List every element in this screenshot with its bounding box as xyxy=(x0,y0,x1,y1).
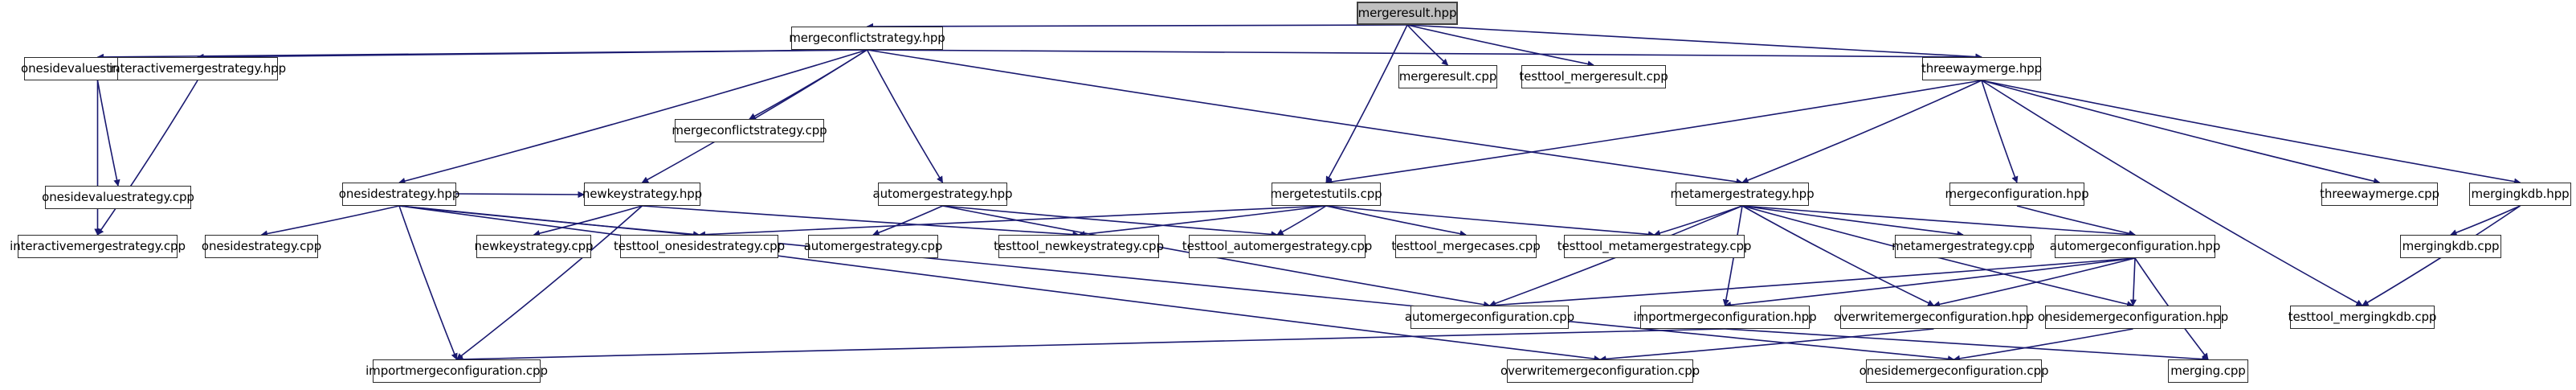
graph-node-mergeresult-hpp[interactable]: mergeresult.hpp xyxy=(1357,2,1458,25)
graph-node-automergeconfiguration-cpp[interactable]: automergeconfiguration.cpp xyxy=(1405,306,1574,329)
graph-node-testtool-newkeystrategy-cpp[interactable]: testtool_newkeystrategy.cpp xyxy=(994,235,1164,258)
graph-node-label: overwritemergeconfiguration.cpp xyxy=(1500,363,1700,378)
graph-node-label: testtool_metamergestrategy.cpp xyxy=(1557,239,1752,253)
graph-node-mergeconfiguration-hpp[interactable]: mergeconfiguration.hpp xyxy=(1945,183,2089,206)
graph-node-metamergestrategy-cpp[interactable]: metamergestrategy.cpp xyxy=(1892,235,2035,258)
graph-node-overwritemergeconfiguration-hpp[interactable]: overwritemergeconfiguration.hpp xyxy=(1834,306,2034,329)
graph-node-testtool-mergingkdb-cpp[interactable]: testtool_mergingkdb.cpp xyxy=(2288,306,2437,329)
graph-node-label: automergeconfiguration.hpp xyxy=(2049,239,2221,253)
graph-node-mergingkdb-hpp[interactable]: mergingkdb.hpp xyxy=(2469,183,2571,206)
graph-node-label: newkeystrategy.cpp xyxy=(474,239,594,253)
graph-node-importmergeconfiguration-cpp[interactable]: importmergeconfiguration.cpp xyxy=(365,359,548,383)
graph-node-label: testtool_onesidestrategy.cpp xyxy=(613,239,786,253)
graph-node-label: merging.cpp xyxy=(2170,363,2246,378)
graph-node-onesidemergeconfiguration-cpp[interactable]: onesidemergeconfiguration.cpp xyxy=(1860,359,2049,383)
graph-node-label: automergestrategy.hpp xyxy=(872,187,1013,201)
graph-node-onesidestrategy-hpp[interactable]: onesidestrategy.hpp xyxy=(339,183,459,206)
graph-node-label: mergeresult.cpp xyxy=(1398,69,1497,84)
graph-node-label: mergeconflictstrategy.hpp xyxy=(789,31,945,45)
graph-node-label: testtool_mergeresult.cpp xyxy=(1519,69,1668,84)
graph-node-label: onesidemergeconfiguration.cpp xyxy=(1859,363,2049,378)
graph-node-newkeystrategy-hpp[interactable]: newkeystrategy.hpp xyxy=(582,183,703,206)
graph-node-mergeresult-cpp[interactable]: mergeresult.cpp xyxy=(1398,65,1497,88)
graph-node-label: importmergeconfiguration.cpp xyxy=(365,363,548,378)
graph-node-label: onesidevaluestrategy.cpp xyxy=(42,190,194,204)
graph-node-label: overwritemergeconfiguration.hpp xyxy=(1833,310,2035,324)
graph-node-label: mergeconfiguration.hpp xyxy=(1945,187,2089,201)
graph-node-label: threewaymerge.cpp xyxy=(2320,187,2439,201)
graph-node-onesidemergeconfiguration-hpp[interactable]: onesidemergeconfiguration.hpp xyxy=(2038,306,2228,329)
graph-node-mergetestutils-cpp[interactable]: mergetestutils.cpp xyxy=(1270,183,1382,206)
graph-node-mergeconflictstrategy-hpp[interactable]: mergeconflictstrategy.hpp xyxy=(789,27,945,50)
graph-node-newkeystrategy-cpp[interactable]: newkeystrategy.cpp xyxy=(474,235,594,258)
graph-node-importmergeconfiguration-hpp[interactable]: importmergeconfiguration.hpp xyxy=(1633,306,1817,329)
graph-node-label: onesidestrategy.cpp xyxy=(201,239,322,253)
graph-node-mergingkdb-cpp[interactable]: mergingkdb.cpp xyxy=(2400,235,2501,258)
graph-node-label: metamergestrategy.cpp xyxy=(1892,239,2035,253)
graph-node-label: automergestrategy.cpp xyxy=(803,239,943,253)
graph-node-label: testtool_mergingkdb.cpp xyxy=(2288,310,2437,324)
graph-node-testtool-mergeresult-cpp[interactable]: testtool_mergeresult.cpp xyxy=(1519,65,1668,88)
graph-node-label: mergingkdb.hpp xyxy=(2471,187,2570,201)
graph-node-threewaymerge-hpp[interactable]: threewaymerge.hpp xyxy=(1921,57,2043,80)
graph-node-automergestrategy-cpp[interactable]: automergestrategy.cpp xyxy=(804,235,942,258)
graph-node-label: importmergeconfiguration.hpp xyxy=(1633,310,1817,324)
graph-node-label: threewaymerge.hpp xyxy=(1921,61,2043,76)
graph-node-interactivemergestrategy-cpp[interactable]: interactivemergestrategy.cpp xyxy=(10,235,186,258)
graph-node-threewaymerge-cpp[interactable]: threewaymerge.cpp xyxy=(2320,183,2439,206)
graph-node-label: mergetestutils.cpp xyxy=(1270,187,1382,201)
graph-node-label: metamergestrategy.hpp xyxy=(1670,187,1815,201)
graph-node-label: testtool_mergecases.cpp xyxy=(1391,239,1541,253)
graph-node-label: interactivemergestrategy.cpp xyxy=(10,239,186,253)
graph-node-testtool-mergecases-cpp[interactable]: testtool_mergecases.cpp xyxy=(1391,235,1541,258)
graph-node-testtool-onesidestrategy-cpp[interactable]: testtool_onesidestrategy.cpp xyxy=(614,235,785,258)
graph-node-label: testtool_newkeystrategy.cpp xyxy=(994,239,1164,253)
graph-node-label: interactivemergestrategy.hpp xyxy=(109,61,286,76)
graph-node-label: mergingkdb.cpp xyxy=(2402,239,2500,253)
graph-node-label: onesidemergeconfiguration.hpp xyxy=(2037,310,2229,324)
graph-node-testtool-metamergestrategy-cpp[interactable]: testtool_metamergestrategy.cpp xyxy=(1557,235,1751,258)
graph-node-label: mergeconflictstrategy.cpp xyxy=(672,123,827,138)
graph-node-automergestrategy-hpp[interactable]: automergestrategy.hpp xyxy=(873,183,1013,206)
graph-node-label: onesidestrategy.hpp xyxy=(338,187,460,201)
graph-node-label: testtool_automergestrategy.cpp xyxy=(1182,239,1373,253)
graph-node-onesidevaluestrategy-cpp[interactable]: onesidevaluestrategy.cpp xyxy=(42,186,194,209)
graph-node-onesidestrategy-cpp[interactable]: onesidestrategy.cpp xyxy=(201,235,322,258)
graph-node-automergeconfiguration-hpp[interactable]: automergeconfiguration.hpp xyxy=(2050,235,2220,258)
graph-node-overwritemergeconfiguration-cpp[interactable]: overwritemergeconfiguration.cpp xyxy=(1500,359,1700,383)
graph-node-label: automergeconfiguration.cpp xyxy=(1404,310,1575,324)
graph-node-mergeconflictstrategy-cpp[interactable]: mergeconflictstrategy.cpp xyxy=(672,119,827,142)
graph-node-testtool-automergestrategy-cpp[interactable]: testtool_automergestrategy.cpp xyxy=(1182,235,1372,258)
graph-node-metamergestrategy-hpp[interactable]: metamergestrategy.hpp xyxy=(1670,183,1815,206)
graph-node-label: mergeresult.hpp xyxy=(1357,6,1457,20)
graph-node-merging-cpp[interactable]: merging.cpp xyxy=(2168,359,2248,383)
graph-node-interactivemergestrategy-hpp[interactable]: interactivemergestrategy.hpp xyxy=(109,57,286,80)
graph-node-label: newkeystrategy.hpp xyxy=(582,187,703,201)
